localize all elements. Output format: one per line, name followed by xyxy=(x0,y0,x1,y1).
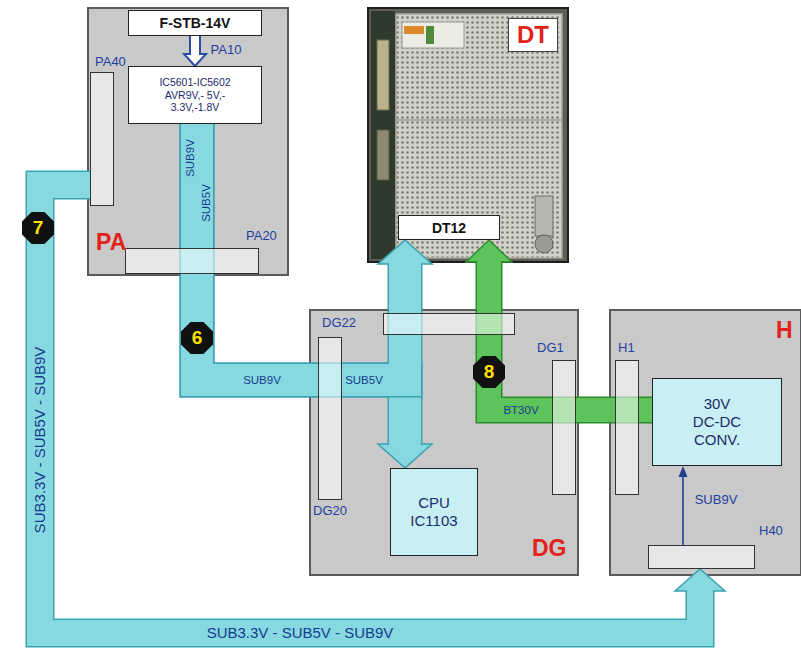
arrow-head xyxy=(378,240,432,264)
signal-name: SUB3.3V - SUB5V - SUB9V xyxy=(32,347,49,534)
band-body xyxy=(197,124,405,446)
signal-name: SUB5V xyxy=(345,374,383,387)
board-outlines xyxy=(88,8,801,575)
connector: H1 xyxy=(615,360,639,495)
connector: DG22 xyxy=(383,313,515,335)
signal-name: SUB9V xyxy=(243,374,281,387)
component-label: DT12 xyxy=(432,220,466,236)
connector: DG1 xyxy=(552,360,576,495)
callout-number: 6 xyxy=(181,322,213,354)
connector: DG20 xyxy=(318,337,342,500)
connector-name: DG22 xyxy=(322,316,356,331)
component-label: 30V DC-DC CONV. xyxy=(690,395,744,449)
board-outline xyxy=(610,310,801,575)
connector-name: DG20 xyxy=(313,504,347,519)
signal-name: SUB5V xyxy=(200,184,213,222)
component-box: CPU IC1103 xyxy=(390,468,478,556)
band-outline xyxy=(197,124,405,446)
arrow-head xyxy=(675,569,725,591)
component-label: F-STB-14V xyxy=(160,15,231,31)
callout-number: 8 xyxy=(473,356,505,388)
connector-name: DG1 xyxy=(537,341,564,356)
component-label: IC5601-IC5602 AVR9V,- 5V,- 3.3V,-1.8V xyxy=(154,76,236,114)
connector-name: PA10 xyxy=(211,43,242,57)
dt-board-photo xyxy=(368,8,568,262)
component-box: F-STB-14V xyxy=(128,10,262,36)
arrow-head xyxy=(378,444,432,468)
band-body xyxy=(40,185,700,633)
callout-number: 7 xyxy=(22,212,54,244)
band-body xyxy=(682,475,684,545)
component-label: CPU IC1103 xyxy=(406,494,462,530)
connector-name: H1 xyxy=(618,341,635,356)
connector: PA40 xyxy=(90,72,114,206)
connector-name: PA40 xyxy=(95,55,126,70)
connector: H40 xyxy=(648,545,755,569)
band-body xyxy=(191,36,199,56)
connector-name: H40 xyxy=(759,524,783,539)
component-box: DT12 xyxy=(398,215,500,240)
circuit-board: H H1 30V DC-DC CONV. H40 xyxy=(610,310,801,575)
board-name: PA xyxy=(96,230,126,255)
signal-name: BT30V xyxy=(503,404,538,417)
signal-name: SUB3.3V - SUB5V - SUB9V xyxy=(207,625,394,642)
arrow-head xyxy=(466,240,512,262)
power-band xyxy=(197,124,432,468)
board-outline xyxy=(310,310,578,575)
component-box: IC5601-IC5602 AVR9V,- 5V,- 3.3V,-1.8V xyxy=(128,66,262,124)
signal-name: SUB9V xyxy=(184,139,197,177)
connector-name: PA20 xyxy=(246,229,277,244)
connector: PA20 xyxy=(125,248,259,274)
supply-arrow xyxy=(184,36,206,66)
component-box: 30V DC-DC CONV. xyxy=(652,378,782,466)
board-name: DT xyxy=(508,18,558,52)
board-name: DG xyxy=(532,536,567,561)
band-outline xyxy=(40,185,700,633)
signal-name: SUB9V xyxy=(695,493,738,507)
circuit-board: DT DT12 xyxy=(368,8,568,262)
board-name: H xyxy=(776,318,793,343)
power-band xyxy=(40,185,725,633)
signal-arrow xyxy=(679,466,688,545)
circuit-board: DG DG22DG20 DG1CPU IC1103 xyxy=(310,310,578,575)
